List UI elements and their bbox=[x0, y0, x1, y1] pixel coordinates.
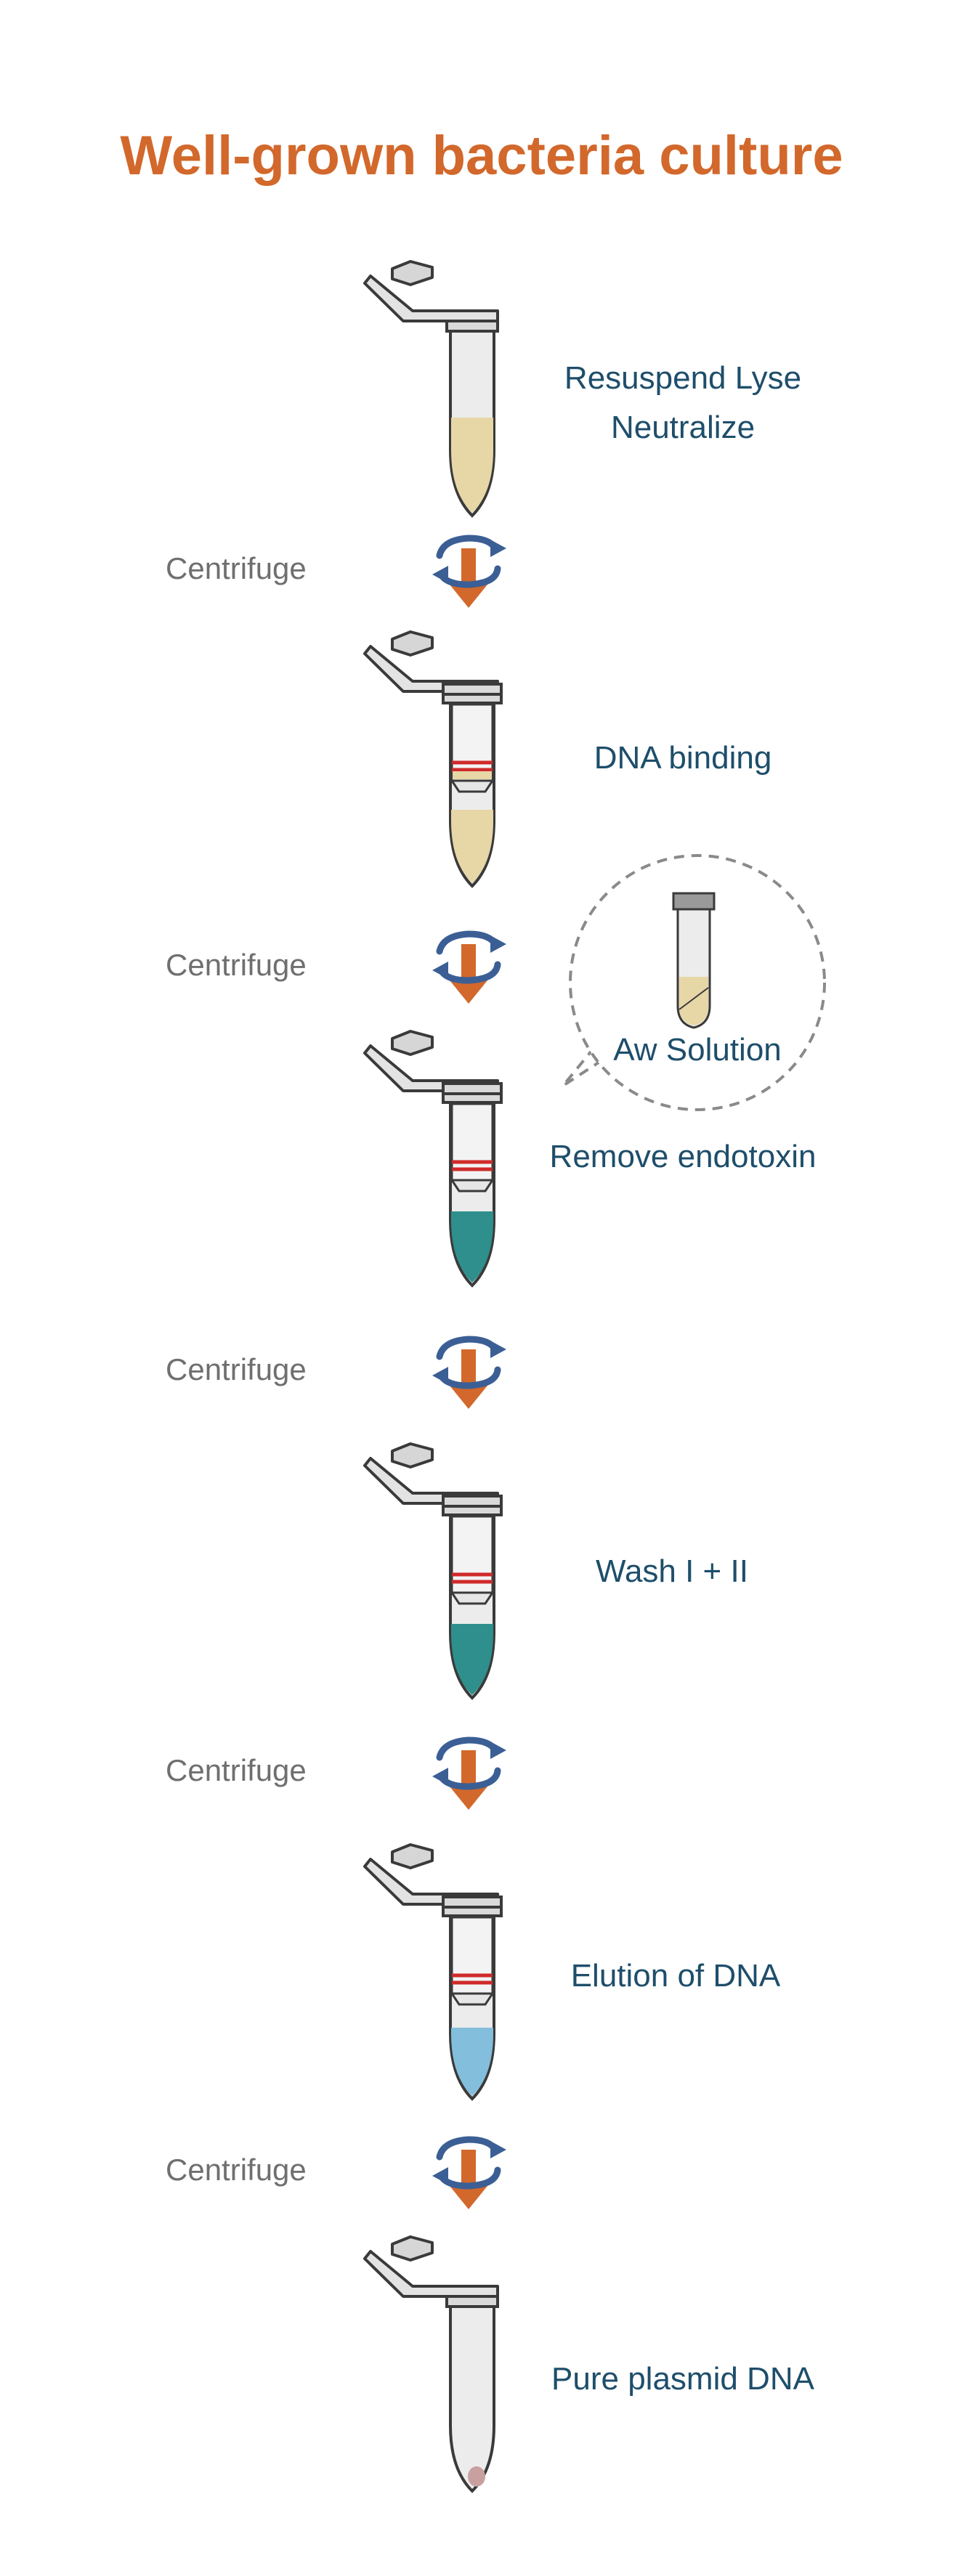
step-6-label: Pure plasmid DNA bbox=[551, 2361, 815, 2397]
step-3-label: Remove endotoxin bbox=[550, 1139, 817, 1174]
spin-column-icon bbox=[365, 1444, 501, 1698]
aw-solution-callout: Aw Solution bbox=[562, 854, 826, 1111]
step-5: Elution of DNA bbox=[365, 1845, 781, 2099]
centrifuge-arrow-icon bbox=[432, 2140, 506, 2209]
centrifuge-step-5: Centrifuge bbox=[166, 2140, 506, 2209]
step-1: Resuspend Lyse Neutralize bbox=[363, 260, 801, 517]
centrifuge-label: Centrifuge bbox=[166, 948, 307, 982]
callout-label: Aw Solution bbox=[613, 1032, 782, 1068]
step-2-label: DNA binding bbox=[594, 740, 772, 776]
centrifuge-label: Centrifuge bbox=[166, 2153, 307, 2187]
step-1-label-line2: Neutralize bbox=[611, 410, 755, 445]
reagent-tube-icon bbox=[672, 892, 716, 1029]
step-5-label: Elution of DNA bbox=[571, 1958, 781, 1994]
centrifuge-label: Centrifuge bbox=[166, 1753, 307, 1787]
step-2: DNA binding bbox=[365, 632, 771, 886]
centrifuge-arrow-icon bbox=[432, 934, 506, 1004]
centrifuge-arrow-icon bbox=[432, 1339, 506, 1409]
microcentrifuge-tube-icon bbox=[363, 260, 499, 517]
microcentrifuge-tube-icon bbox=[363, 2235, 499, 2492]
centrifuge-step-1: Centrifuge bbox=[166, 538, 506, 608]
centrifuge-arrow-icon bbox=[432, 1740, 506, 1810]
step-6: Pure plasmid DNA bbox=[363, 2235, 815, 2492]
step-4-label: Wash I + II bbox=[596, 1553, 748, 1589]
centrifuge-step-4: Centrifuge bbox=[166, 1740, 506, 1810]
step-4: Wash I + II bbox=[365, 1444, 748, 1698]
centrifuge-step-3: Centrifuge bbox=[166, 1339, 506, 1409]
centrifuge-label: Centrifuge bbox=[166, 551, 307, 585]
spin-column-icon bbox=[365, 1845, 501, 2099]
page-title: Well-grown bacteria culture bbox=[120, 125, 843, 187]
centrifuge-arrow-icon bbox=[432, 538, 506, 608]
step-3: Remove endotoxin bbox=[365, 1031, 816, 1285]
step-1-label-line1: Resuspend Lyse bbox=[564, 360, 801, 396]
centrifuge-label: Centrifuge bbox=[166, 1352, 307, 1386]
centrifuge-step-2: Centrifuge bbox=[166, 934, 506, 1004]
spin-column-icon bbox=[365, 1031, 501, 1285]
spin-column-icon bbox=[365, 632, 501, 886]
